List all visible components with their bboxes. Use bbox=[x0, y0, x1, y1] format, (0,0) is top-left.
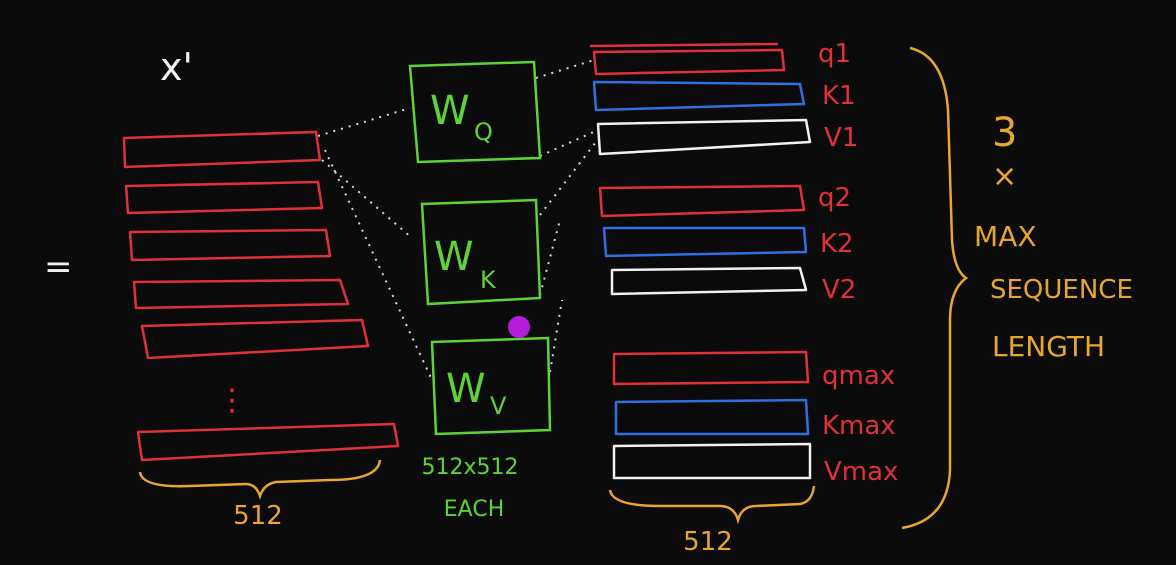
weights-caption-line2: EACH bbox=[444, 497, 504, 522]
output-row-qmax bbox=[612, 350, 810, 386]
output-width-label: 512 bbox=[683, 527, 733, 557]
output-matrix bbox=[589, 42, 812, 480]
output-row-v2 bbox=[610, 266, 808, 296]
output-row-vmax bbox=[612, 442, 812, 480]
output-row-v1 bbox=[596, 118, 812, 156]
input-ellipsis: ⋮ bbox=[217, 383, 247, 418]
multiplier-annotation: 3 × MAX SEQUENCE LENGTH bbox=[974, 110, 1133, 363]
label-q1: q1 bbox=[818, 39, 851, 69]
weight-matrix-q: W Q bbox=[408, 60, 542, 164]
weight-q-subscript: Q bbox=[474, 118, 493, 146]
label-k2: K2 bbox=[820, 229, 854, 259]
input-row bbox=[132, 278, 350, 310]
multiplier-line-1: MAX bbox=[974, 220, 1037, 253]
input-width-label: 512 bbox=[233, 501, 283, 531]
input-row bbox=[122, 130, 322, 169]
input-row bbox=[136, 422, 400, 462]
multiplier-line-2: SEQUENCE bbox=[990, 275, 1133, 305]
output-width-brace bbox=[608, 485, 816, 525]
label-vmax: Vmax bbox=[824, 457, 898, 487]
weight-k-subscript: K bbox=[480, 266, 497, 294]
input-row bbox=[124, 180, 324, 215]
label-qmax: qmax bbox=[822, 361, 895, 391]
output-row-kmax bbox=[614, 398, 810, 436]
output-row-q2 bbox=[598, 184, 806, 218]
connector-lines bbox=[317, 59, 599, 381]
multiplier-line-3: LENGTH bbox=[992, 330, 1105, 363]
label-k1: K1 bbox=[822, 81, 856, 111]
input-row bbox=[128, 228, 332, 262]
equals-sign: = bbox=[44, 247, 73, 287]
weight-v-letter: W bbox=[446, 366, 486, 412]
weight-matrix-v: W V bbox=[430, 336, 552, 436]
output-row-q1 bbox=[589, 42, 786, 76]
weight-v-subscript: V bbox=[490, 392, 507, 420]
label-v2: V2 bbox=[822, 275, 856, 305]
output-labels: q1 K1 V1 q2 K2 V2 qmax Kmax Vmax bbox=[818, 39, 898, 487]
weight-matrix-k: W K bbox=[420, 198, 542, 306]
multiplier-times: × bbox=[992, 159, 1017, 194]
weights-caption-line1: 512x512 bbox=[421, 455, 518, 480]
input-row bbox=[140, 318, 370, 360]
output-row-k2 bbox=[602, 226, 808, 258]
weight-k-letter: W bbox=[434, 234, 474, 280]
output-row-k1 bbox=[592, 80, 806, 112]
rows-brace bbox=[901, 46, 969, 530]
label-v1: V1 bbox=[824, 123, 858, 153]
multiplier-number: 3 bbox=[992, 110, 1017, 156]
input-matrix bbox=[122, 130, 400, 462]
input-width-brace bbox=[138, 459, 382, 500]
label-kmax: Kmax bbox=[822, 411, 896, 441]
input-label: x' bbox=[160, 45, 193, 89]
weight-q-letter: W bbox=[430, 88, 470, 134]
label-q2: q2 bbox=[818, 183, 851, 213]
pointer-dot bbox=[508, 316, 530, 338]
